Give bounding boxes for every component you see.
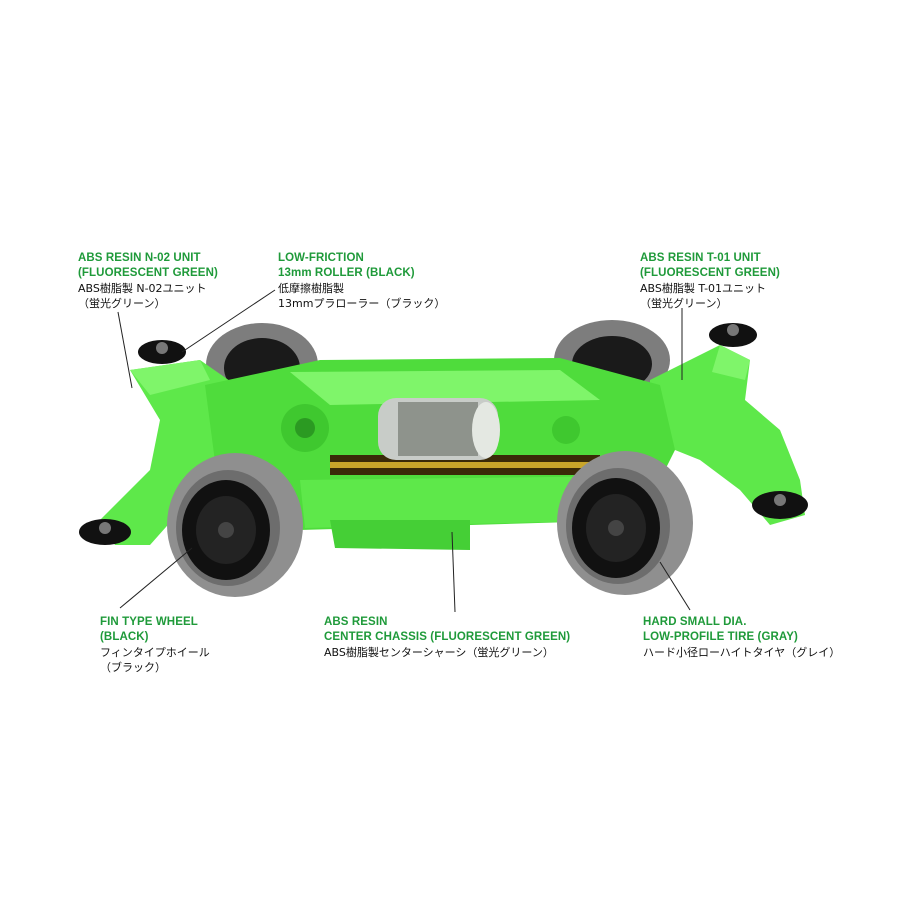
callout-chassis: ABS RESIN CENTER CHASSIS (FLUORESCENT GR… <box>324 615 570 660</box>
callout-jp: ハード小径ローハイトタイヤ（グレイ） <box>643 646 841 659</box>
roller-rear-left <box>79 519 131 545</box>
gear <box>281 404 580 452</box>
callout-jp: ABS樹脂製 N-02ユニット （蛍光グリーン） <box>78 282 207 310</box>
leader-line-tire <box>659 561 691 611</box>
callout-en: ABS RESIN CENTER CHASSIS (FLUORESCENT GR… <box>324 616 571 643</box>
front-right-tire <box>557 451 693 595</box>
callout-n02-unit: ABS RESIN N-02 UNIT (FLUORESCENT GREEN) … <box>78 251 218 311</box>
callout-jp: 低摩擦樹脂製 13mmプラローラー（ブラック） <box>278 282 446 310</box>
callout-en: ABS RESIN T-01 UNIT (FLUORESCENT GREEN) <box>640 252 780 279</box>
leader-line-wheel <box>119 547 193 609</box>
t01-unit <box>650 345 805 525</box>
motor <box>378 398 500 460</box>
callout-en: ABS RESIN N-02 UNIT (FLUORESCENT GREEN) <box>78 252 218 279</box>
callout-jp: ABS樹脂製 T-01ユニット （蛍光グリーン） <box>640 282 767 310</box>
leader-line-roller <box>181 289 276 353</box>
callout-jp: フィンタイプホイール （ブラック） <box>100 646 210 674</box>
front-left-tire <box>167 453 303 597</box>
callout-en: FIN TYPE WHEEL (BLACK) <box>100 616 198 643</box>
leader-line-chassis <box>451 531 456 613</box>
callout-roller: LOW-FRICTION 13mm ROLLER (BLACK) 低摩擦樹脂製 … <box>278 251 445 311</box>
roller-front-right <box>709 323 757 347</box>
leader-line-n02 <box>117 311 133 389</box>
callout-t01-unit: ABS RESIN T-01 UNIT (FLUORESCENT GREEN) … <box>640 251 780 311</box>
callout-wheel: FIN TYPE WHEEL (BLACK) フィンタイプホイール （ブラック） <box>100 615 210 675</box>
roller-front-left <box>138 340 186 364</box>
callout-tire: HARD SMALL DIA. LOW-PROFILE TIRE (GRAY) … <box>643 615 840 660</box>
callout-jp: ABS樹脂製センターシャーシ（蛍光グリーン） <box>324 646 554 659</box>
roller-rear-right <box>752 491 808 519</box>
callout-en: HARD SMALL DIA. LOW-PROFILE TIRE (GRAY) <box>643 616 798 643</box>
callout-en: LOW-FRICTION 13mm ROLLER (BLACK) <box>278 252 415 279</box>
